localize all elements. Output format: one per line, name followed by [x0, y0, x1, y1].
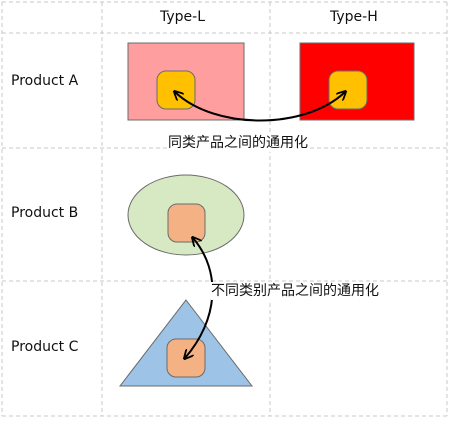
caption-cross-category: 不同类别产品之间的通用化	[211, 282, 379, 300]
caption-same-category: 同类产品之间的通用化	[168, 134, 308, 152]
row-label-product-b: Product B	[11, 205, 79, 221]
column-header-type-h: Type-H	[330, 9, 378, 25]
common-part-b	[167, 203, 206, 243]
row-label-product-a: Product A	[11, 73, 79, 89]
common-part-a-h	[328, 70, 368, 110]
column-header-type-l: Type-L	[160, 9, 206, 25]
row-label-product-c: Product C	[11, 339, 79, 355]
table-grid	[1, 1, 448, 417]
same-category-arrow	[175, 92, 345, 122]
